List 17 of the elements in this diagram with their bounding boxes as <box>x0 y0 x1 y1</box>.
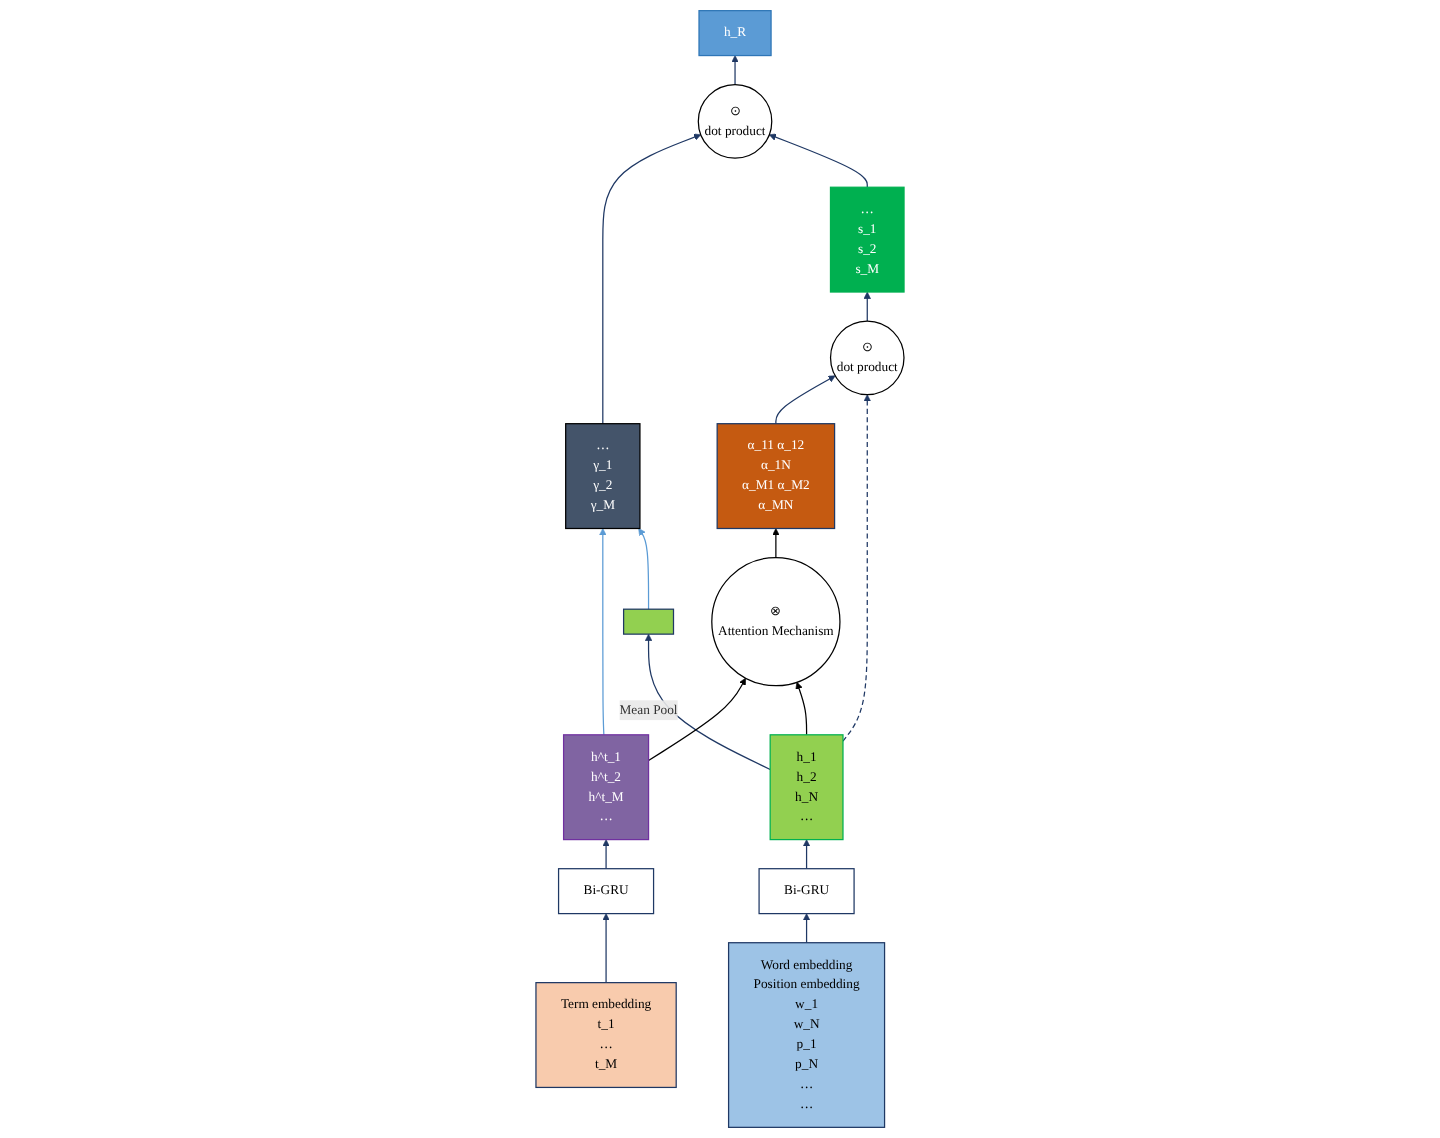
arrow <box>731 55 739 86</box>
arrow <box>638 528 650 610</box>
arrow <box>772 528 780 559</box>
arrow <box>644 633 771 771</box>
arrow <box>599 528 607 736</box>
arrow <box>602 133 702 425</box>
arrow <box>602 913 610 984</box>
arrow <box>802 913 811 944</box>
arrow <box>863 291 871 322</box>
arrow <box>842 394 871 742</box>
arrow <box>602 839 610 870</box>
arrow <box>775 375 836 425</box>
arrow <box>768 133 868 188</box>
node-box <box>622 608 675 635</box>
arrow <box>647 677 746 762</box>
arrow <box>802 839 811 870</box>
arrow <box>795 681 808 736</box>
